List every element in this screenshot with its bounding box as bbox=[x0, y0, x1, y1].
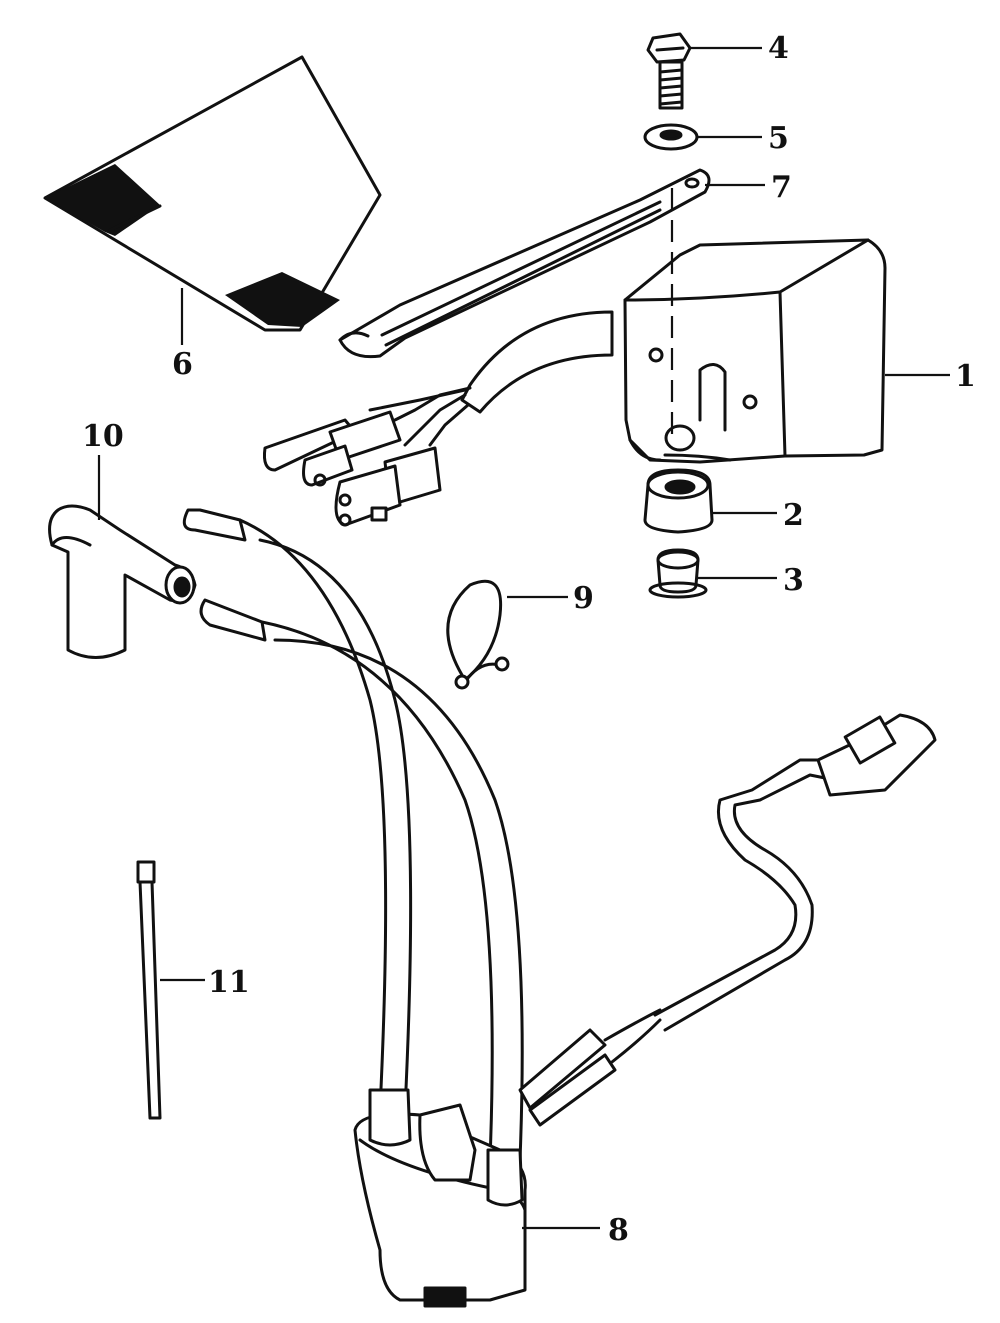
callout-9: 9 bbox=[573, 581, 594, 616]
callout-4: 4 bbox=[768, 31, 789, 66]
callout-2: 2 bbox=[783, 498, 804, 533]
grommet-part bbox=[643, 468, 714, 534]
collar-part bbox=[648, 548, 708, 599]
callout-10: 10 bbox=[82, 419, 124, 454]
callout-6: 6 bbox=[172, 347, 193, 382]
callout-5: 5 bbox=[768, 121, 789, 156]
washer-part bbox=[643, 123, 699, 151]
callout-1: 1 bbox=[955, 359, 976, 394]
callout-7: 7 bbox=[771, 170, 792, 205]
spark-plug-cap-part bbox=[48, 504, 197, 659]
callout-3: 3 bbox=[783, 563, 804, 598]
callout-11: 11 bbox=[208, 965, 250, 1000]
wire-clamp-part bbox=[446, 579, 510, 690]
callout-8: 8 bbox=[608, 1213, 629, 1248]
insulation-sheet-part bbox=[43, 55, 382, 332]
cable-tie-part bbox=[136, 860, 162, 1120]
mounting-strap-part bbox=[338, 168, 711, 359]
cdi-unit-part bbox=[263, 238, 887, 527]
bolt-part bbox=[646, 32, 692, 110]
ignition-coil-part bbox=[182, 508, 937, 1308]
